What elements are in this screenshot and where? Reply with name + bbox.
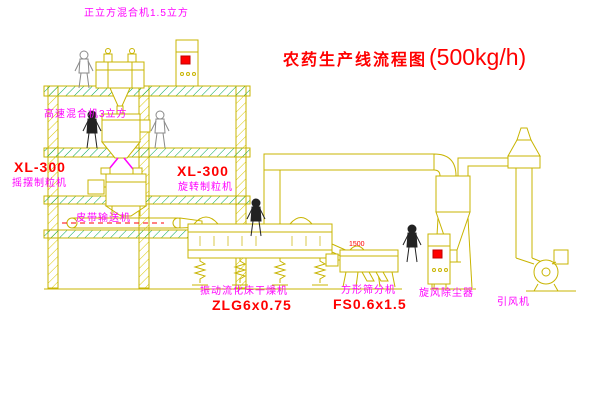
exhaust-stack — [507, 127, 543, 265]
label-cube-mixer: 正立方混合机1.5立方 — [84, 8, 189, 19]
label-high-speed-mixer: 高速混合机3立方 — [44, 109, 128, 120]
granulator-machine — [87, 167, 148, 217]
label-square-sieve: 方形筛分机 — [341, 285, 396, 296]
label-granulator-mid-model: XL-300 — [177, 163, 229, 179]
fluid-bed-dryer-machine — [187, 216, 351, 286]
ground-lines — [44, 288, 576, 292]
label-cyclone: 旋风除尘器 — [419, 288, 474, 299]
title-text: 农药生产线流程图 — [283, 52, 428, 69]
exhaust-duct — [263, 153, 512, 225]
label-granulator-left-name: 摇摆制粒机 — [12, 178, 67, 189]
worker-icon — [402, 224, 422, 263]
control-cabinet-right — [427, 233, 451, 289]
label-induced-draft-fan: 引风机 — [497, 297, 530, 308]
label-dryer-model: ZLG6x0.75 — [212, 297, 292, 313]
label-sieve-model: FS0.6x1.5 — [333, 296, 407, 312]
induced-draft-fan-machine — [533, 249, 569, 292]
annotation-sieve-dim: 1500 — [349, 241, 365, 248]
label-granulator-mid-name: 旋转制粒机 — [178, 182, 233, 193]
dryer-spring-legs — [192, 258, 328, 286]
high-speed-mixer-machine — [100, 113, 151, 159]
control-cabinet-left — [175, 39, 199, 87]
label-belt-conveyor: 皮带输送机 — [76, 213, 131, 224]
worker-icon — [74, 50, 94, 89]
cube-mixer-machine — [95, 48, 145, 115]
label-fluid-bed-dryer: 振动流化床干燥机 — [200, 286, 288, 297]
cyclone-separator — [433, 175, 473, 289]
label-granulator-left-model: XL-300 — [14, 159, 66, 175]
title-capacity: (500kg/h) — [429, 44, 527, 70]
diagram-title: 农药生产线流程图 (500kg/h) — [283, 44, 526, 71]
square-sieve-machine — [325, 245, 399, 288]
worker-icon — [150, 110, 170, 149]
